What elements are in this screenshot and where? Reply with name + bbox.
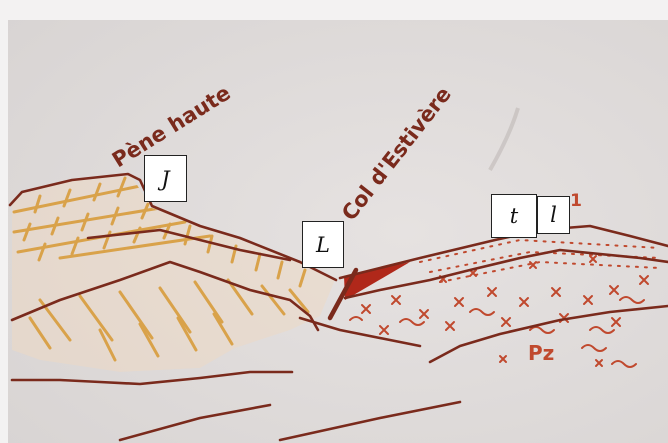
label-box-J: J (144, 155, 187, 202)
label-box-l: l (537, 196, 570, 234)
pz-label: Pz (528, 341, 554, 365)
label-box-t: t (491, 194, 537, 238)
label-box-L: L (302, 221, 344, 268)
